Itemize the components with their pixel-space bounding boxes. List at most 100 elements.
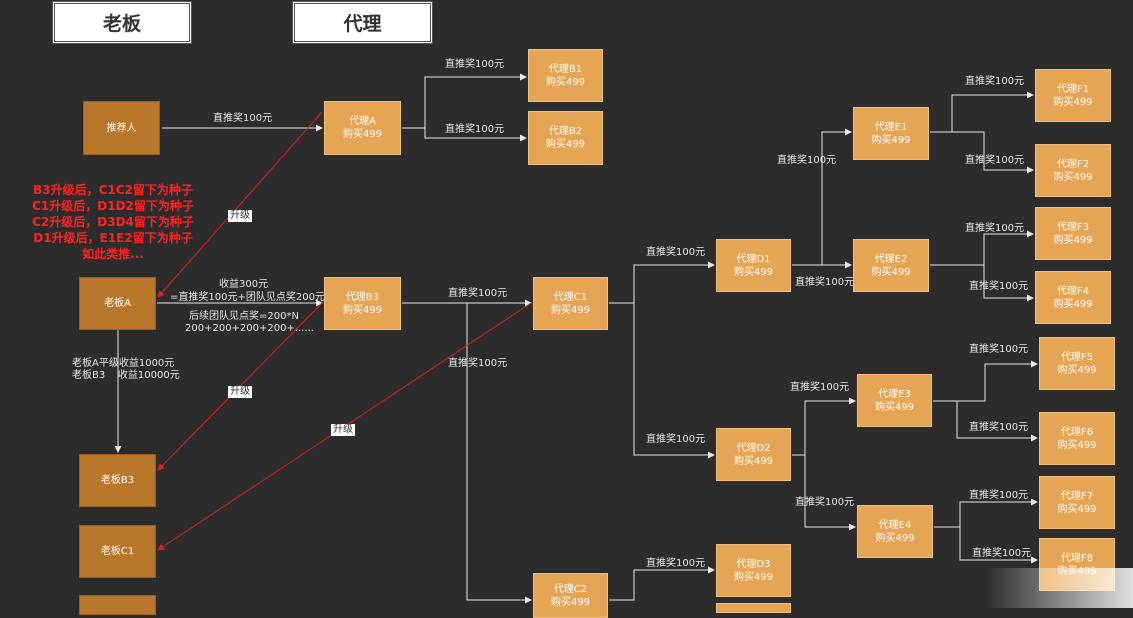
- node-name: 代理A: [349, 116, 376, 127]
- seed-note: C2升级后，D3D4留下为种子: [32, 215, 194, 229]
- edge-label: 直推奖100元: [969, 281, 1029, 292]
- node-buy: 购买499: [1053, 96, 1093, 108]
- node-name: 代理E4: [878, 519, 912, 531]
- node-buy: 购买499: [342, 304, 383, 316]
- node-name: 代理F3: [1056, 221, 1090, 233]
- edge-label: 直推奖100元: [795, 497, 855, 508]
- node-buy: 购买499: [545, 139, 586, 150]
- edge-label: 直推奖100元: [448, 288, 508, 299]
- node-name: 代理C2: [553, 583, 588, 595]
- edge-label: 直推奖100元: [646, 247, 706, 258]
- edge-label: 直推奖100元: [972, 548, 1032, 559]
- seed-note: B3升级后，C1C2留下为种子: [33, 183, 193, 197]
- edge-label: 直推奖100元: [646, 558, 706, 569]
- seed-note: D1升级后，E1E2留下为种子: [33, 231, 193, 245]
- node-label: 老板B3: [100, 475, 135, 486]
- edge-label: 直推奖100元: [965, 155, 1025, 166]
- node-name: 代理B3: [345, 291, 380, 303]
- node-buy: 购买499: [733, 266, 774, 278]
- income-line-2: =直推奖100元+团队见点奖200元: [170, 292, 325, 303]
- edge-label: 直推奖100元: [213, 113, 273, 124]
- node-buy: 购买499: [871, 134, 911, 146]
- seed-note: C1升级后，D1D2留下为种子: [32, 199, 194, 213]
- node-name: 代理F5: [1060, 351, 1094, 363]
- boss-income-line-2: 老板B3 收益10000元: [72, 370, 180, 381]
- node-name: 代理F7: [1060, 490, 1094, 502]
- node-name: 代理F8: [1060, 552, 1094, 564]
- boss-income-line-1: 老板A平级收益1000元: [72, 358, 175, 369]
- node-name: 代理D2: [736, 442, 771, 454]
- node-buy: 购买499: [1057, 503, 1097, 515]
- node-buy: 购买499: [550, 304, 591, 316]
- edge-label: 直推奖100元: [969, 490, 1029, 501]
- node-name: 代理F2: [1056, 158, 1090, 170]
- node-name: 代理E3: [878, 388, 911, 400]
- node-agent-a: 代理A 购买499: [324, 101, 401, 155]
- node-agent-partial: [716, 603, 791, 613]
- node-boss-c1: 老板C1: [79, 525, 156, 578]
- edge-label: 直推奖100元: [445, 124, 505, 135]
- income-line-1: 收益300元: [219, 279, 269, 290]
- watermark-fade: [985, 568, 1133, 608]
- node-buy: 购买499: [342, 129, 383, 140]
- edge-label: 直推奖100元: [448, 358, 508, 369]
- node-referrer: 推荐人: [83, 101, 160, 155]
- node-buy: 购买499: [1057, 364, 1097, 376]
- income-line-3: 后续团队见点奖=200*N: [189, 311, 299, 322]
- node-buy: 购买499: [871, 266, 911, 278]
- node-buy: 购买499: [1053, 171, 1093, 183]
- edge-label: 直推奖100元: [965, 223, 1025, 234]
- edge-label: 直推奖100元: [777, 155, 837, 166]
- node-buy: 购买499: [550, 596, 591, 608]
- node-name: 代理D3: [736, 558, 771, 570]
- header-boss: 老板: [52, 1, 192, 44]
- upgrade-tag: 升级: [228, 386, 252, 398]
- node-label: 推荐人: [106, 122, 137, 134]
- node-name: 代理E1: [874, 121, 908, 133]
- node-boss-partial: [79, 595, 156, 615]
- node-label: 老板C1: [100, 546, 135, 557]
- upgrade-tag: 升级: [331, 424, 355, 436]
- node-buy: 购买499: [1053, 234, 1093, 246]
- edge-label: 直推奖100元: [969, 422, 1029, 433]
- node-name: 代理E2: [874, 253, 908, 265]
- node-buy: 购买499: [1053, 298, 1093, 310]
- income-line-4: 200+200+200+200+......: [185, 323, 314, 334]
- edge-label: 直推奖100元: [965, 76, 1025, 87]
- upgrade-tag: 升级: [228, 210, 252, 222]
- node-name: 代理C1: [553, 291, 588, 303]
- node-boss-b3: 老板B3: [79, 454, 156, 507]
- node-boss-a: 老板A: [79, 277, 156, 330]
- node-buy: 购买499: [874, 401, 915, 413]
- node-name: 代理D1: [736, 253, 771, 265]
- header-agent: 代理: [292, 1, 433, 44]
- node-buy: 购买499: [875, 532, 915, 544]
- node-buy: 购买499: [545, 76, 586, 88]
- edge-label: 直推奖100元: [790, 382, 850, 393]
- node-buy: 购买499: [1057, 439, 1097, 451]
- seed-note: 如此类推...: [82, 247, 144, 261]
- node-label: 老板A: [104, 298, 131, 309]
- node-buy: 购买499: [733, 571, 774, 583]
- node-name: 代理F6: [1060, 426, 1094, 438]
- node-name: 代理B1: [548, 63, 583, 75]
- edge-label: 直推奖100元: [969, 344, 1029, 355]
